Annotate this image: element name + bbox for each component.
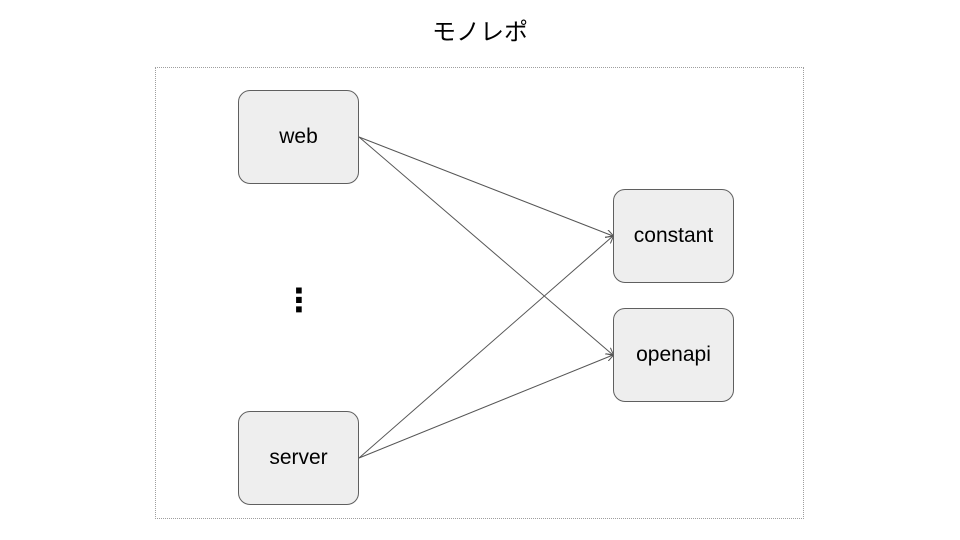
node-openapi: openapi bbox=[613, 308, 734, 402]
more-packages-ellipsis: ⋮ bbox=[283, 281, 315, 319]
node-openapi-label: openapi bbox=[636, 343, 711, 366]
monorepo-boundary bbox=[155, 67, 804, 519]
node-constant-label: constant bbox=[633, 224, 714, 247]
node-web: web bbox=[238, 90, 359, 184]
node-server: server bbox=[238, 411, 359, 505]
node-server-label: server bbox=[269, 446, 328, 469]
node-web-label: web bbox=[279, 125, 318, 148]
node-constant: constant bbox=[613, 189, 734, 283]
diagram-title: モノレポ bbox=[432, 18, 528, 46]
